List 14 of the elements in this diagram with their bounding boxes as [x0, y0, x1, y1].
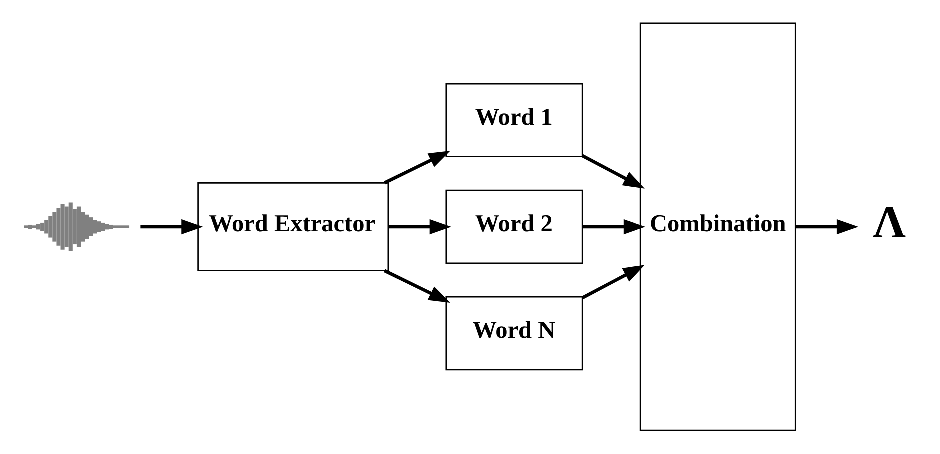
node-box: Word 2: [446, 190, 584, 264]
node-box: Combination: [640, 22, 796, 432]
arrow: [582, 265, 645, 300]
arrow: [796, 219, 859, 235]
arrow: [388, 219, 452, 235]
arrow: [582, 219, 646, 235]
arrow: [140, 219, 204, 235]
node-box: Word 1: [446, 83, 584, 158]
arrow: [582, 154, 645, 189]
node-box: Word Extractor: [198, 182, 390, 272]
arrow: [384, 151, 451, 185]
node-box: Word N: [446, 296, 584, 371]
node-text: Λ: [873, 196, 906, 248]
arrow: [384, 269, 451, 303]
